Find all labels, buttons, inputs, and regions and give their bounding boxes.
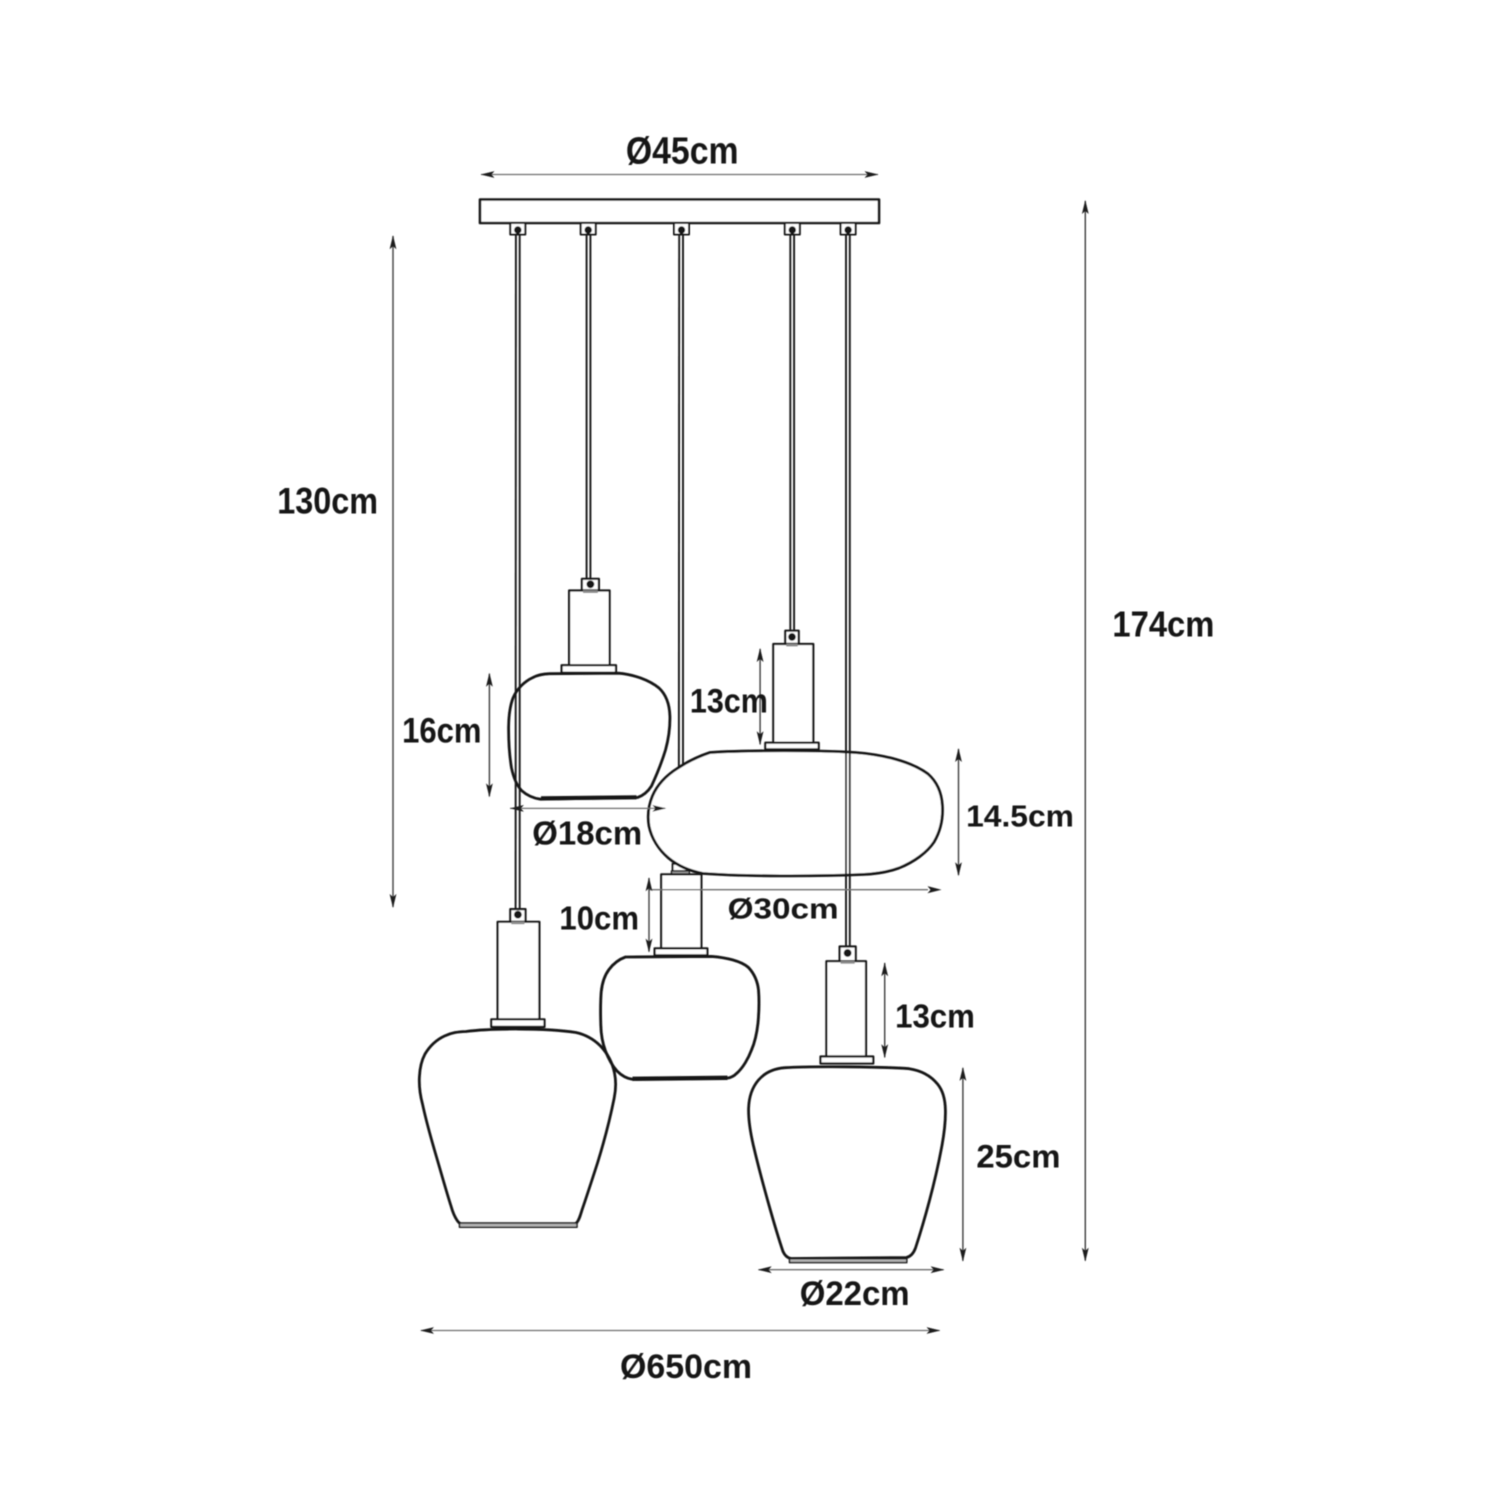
svg-text:25cm: 25cm	[976, 1139, 1060, 1175]
svg-text:Ø45cm: Ø45cm	[626, 131, 739, 173]
svg-text:14.5cm: 14.5cm	[966, 798, 1074, 833]
svg-text:Ø18cm: Ø18cm	[532, 814, 642, 851]
svg-text:130cm: 130cm	[277, 480, 378, 521]
svg-text:13cm: 13cm	[690, 683, 768, 721]
svg-text:Ø22cm: Ø22cm	[800, 1275, 910, 1313]
svg-text:16cm: 16cm	[402, 712, 481, 751]
svg-text:Ø30cm: Ø30cm	[728, 894, 839, 926]
svg-text:13cm: 13cm	[895, 998, 975, 1035]
svg-text:174cm: 174cm	[1112, 603, 1214, 644]
svg-text:Ø650cm: Ø650cm	[620, 1348, 752, 1386]
svg-text:10cm: 10cm	[559, 900, 639, 937]
